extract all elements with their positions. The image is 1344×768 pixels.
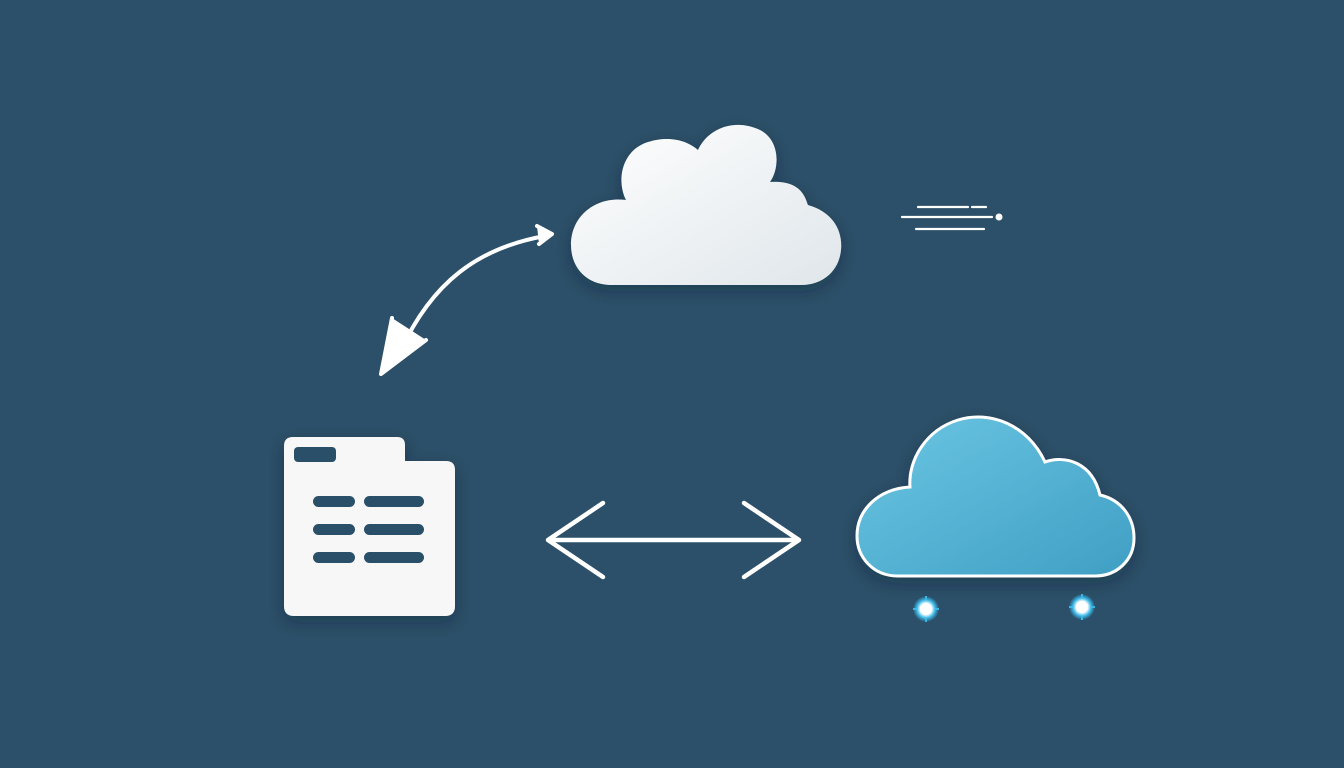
bidirectional-arrow-icon bbox=[545, 500, 802, 580]
top-cloud-icon bbox=[571, 124, 842, 285]
document-lines bbox=[313, 496, 424, 563]
connection-node-icon bbox=[913, 596, 939, 622]
bidirectional-curved-arrow-icon bbox=[379, 224, 554, 376]
connection-node-icon bbox=[1069, 594, 1095, 620]
bottom-cloud-icon bbox=[855, 415, 1136, 578]
motion-lines-icon bbox=[900, 205, 1003, 231]
document-icon bbox=[284, 437, 455, 616]
